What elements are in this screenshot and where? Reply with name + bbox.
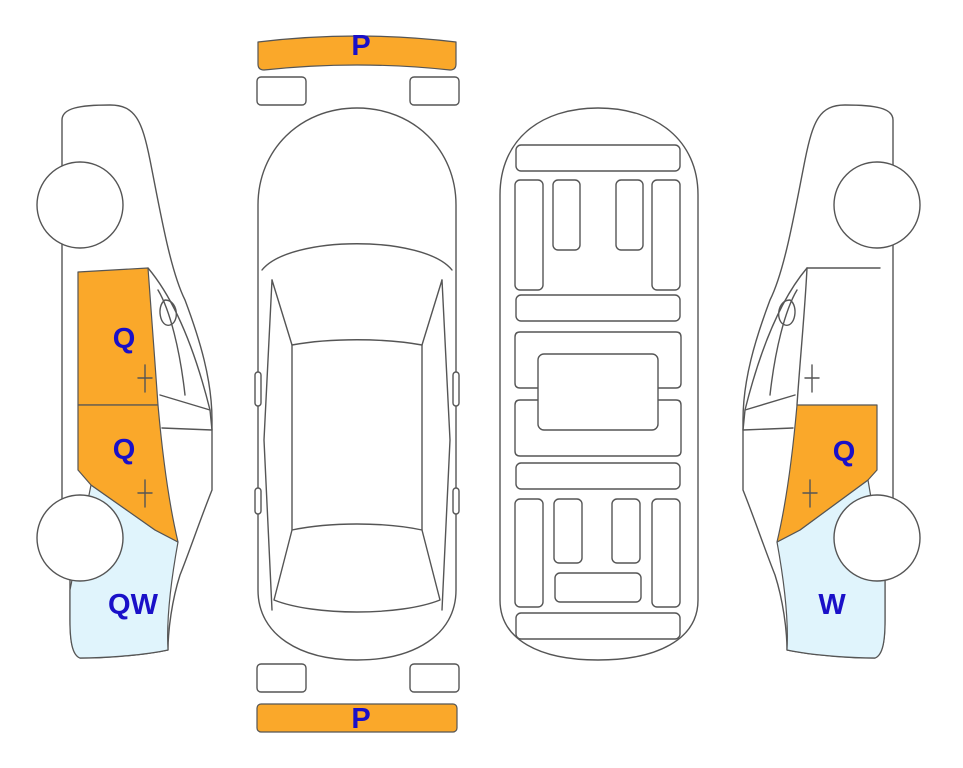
car-top-view [254, 107, 460, 661]
car-right-side-view [742, 104, 921, 659]
car-underbody-view [499, 107, 699, 661]
right-rear-door-part[interactable] [776, 404, 878, 543]
left-rear-door-label: Q [113, 434, 136, 466]
front-bumper-label: P [351, 30, 370, 62]
right-rear-door-label: Q [833, 436, 856, 468]
left-rear-fender-label: QW [108, 589, 159, 621]
front-right-headlight [409, 76, 460, 106]
left-front-door-label: Q [113, 323, 136, 355]
right-rear-fender-label: W [818, 589, 846, 621]
rear-bumper-part[interactable] [256, 703, 458, 733]
front-left-headlight [256, 76, 307, 106]
car-left-side-view [36, 104, 213, 659]
rear-bumper-label: P [351, 703, 370, 735]
left-rear-door-part[interactable] [77, 404, 179, 543]
rear-left-taillight [256, 663, 307, 693]
front-bumper-part[interactable] [257, 35, 457, 71]
rear-right-taillight [409, 663, 460, 693]
